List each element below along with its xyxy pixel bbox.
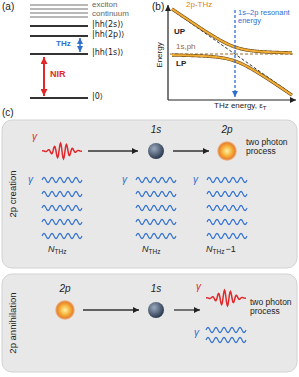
transition-label: THz [56,40,71,49]
polariton-branch [172,55,292,95]
axis-label: THz energy, ε [214,102,263,111]
process-arrow [174,309,200,310]
panel-ground [2,274,297,372]
state-ball [148,302,164,318]
figure-part [30,97,88,99]
thz-photon [136,178,176,183]
panel-title: 2p creation [8,170,18,217]
nir-pulse [42,143,82,159]
state-ket: |hh(2s)⟩ [92,21,123,30]
process-arrow [173,150,209,151]
thz-photon [207,178,247,183]
process-note: two photon process [250,298,296,317]
thz-photon [206,338,246,343]
energy-levels [30,26,88,98]
photon-symbol: γ [196,281,201,292]
curve-label: UP [174,28,185,37]
state-ket: |hh(1s)⟩ [92,49,123,58]
thz-photon [42,192,82,197]
curve-label: LP [176,60,186,69]
thz-photon [136,234,176,239]
thz-arrow [79,38,81,52]
state-label: 2p [48,284,82,294]
thz-photon [136,220,176,225]
exciton-state: 1s [140,125,172,163]
curve-label: 2p-THz [186,1,212,10]
resonance-arrow [234,10,235,97]
panel-ground [2,120,297,268]
state-ket: |hh(2p)⟩ [92,31,124,40]
figure-part [30,25,88,27]
transition-label: NIR [50,70,66,80]
exciton-state: 2p [210,125,244,163]
resonance-note: 1s–2p resonant energy [238,9,296,26]
figure-part [30,8,88,10]
panel-letter: (b) [152,1,164,12]
thz-photon [207,220,247,225]
state-ball [55,300,75,320]
photon-waves [42,143,247,342]
panel-letter: (a) [2,1,14,12]
photon-number: −1 [225,245,235,255]
panel-title: 2p annihilation [8,292,18,353]
thz-photon [206,328,246,333]
process-panel: 2p 1s 2p annihilation [2,274,297,372]
thz-photon [207,234,247,239]
y-axis [167,5,168,100]
panel-letter: (c) [2,107,14,118]
nir-arrow [43,57,45,96]
continuum-levels [30,5,88,17]
photon-number: N [206,245,213,255]
thz-photon [42,206,82,211]
figure-part [30,4,88,6]
process-note: two photon process [246,138,296,157]
x-axis [168,99,296,100]
thz-photon [42,220,82,225]
thz-photon [42,234,82,239]
thz-photon [207,206,247,211]
process-arrow [83,309,139,310]
photon-number: N [48,245,55,255]
state-label: 1s [140,125,172,135]
state-label: 1s [140,284,172,294]
axis-subscript: T [263,105,267,112]
nir-pulse [206,290,246,306]
figure-part [30,12,88,14]
photon-symbol: γ [28,174,33,185]
photon-subscript: THz [149,248,161,255]
exciton-state: 2p [48,284,82,322]
photon-symbol: γ [194,327,199,338]
state-ball [148,143,164,159]
thz-photon [136,192,176,197]
thz-photon [207,192,247,197]
thz-photon [42,178,82,183]
state-ket: |0⟩ [92,93,103,102]
figure-part [30,16,88,18]
photon-symbol: γ [32,131,37,142]
axis-label: Energy [156,42,165,67]
figure-part [30,53,88,55]
thz-photon [136,206,176,211]
process-arrow [88,150,138,151]
photon-symbol: γ [122,174,127,185]
state-label: 2p [210,125,244,135]
polariton-curves [172,9,292,95]
polariton-outline [172,55,292,95]
exciton-state: 1s [140,284,172,322]
photon-symbol: γ [193,174,198,185]
curve-label: 1s,ph [176,43,196,52]
figure-part [30,35,88,37]
photon-subscript: THz [55,248,67,255]
photon-subscript: THz [213,248,225,255]
photon-number: N [142,245,149,255]
level-label: exciton continuum [92,1,144,19]
state-ball [217,141,237,161]
